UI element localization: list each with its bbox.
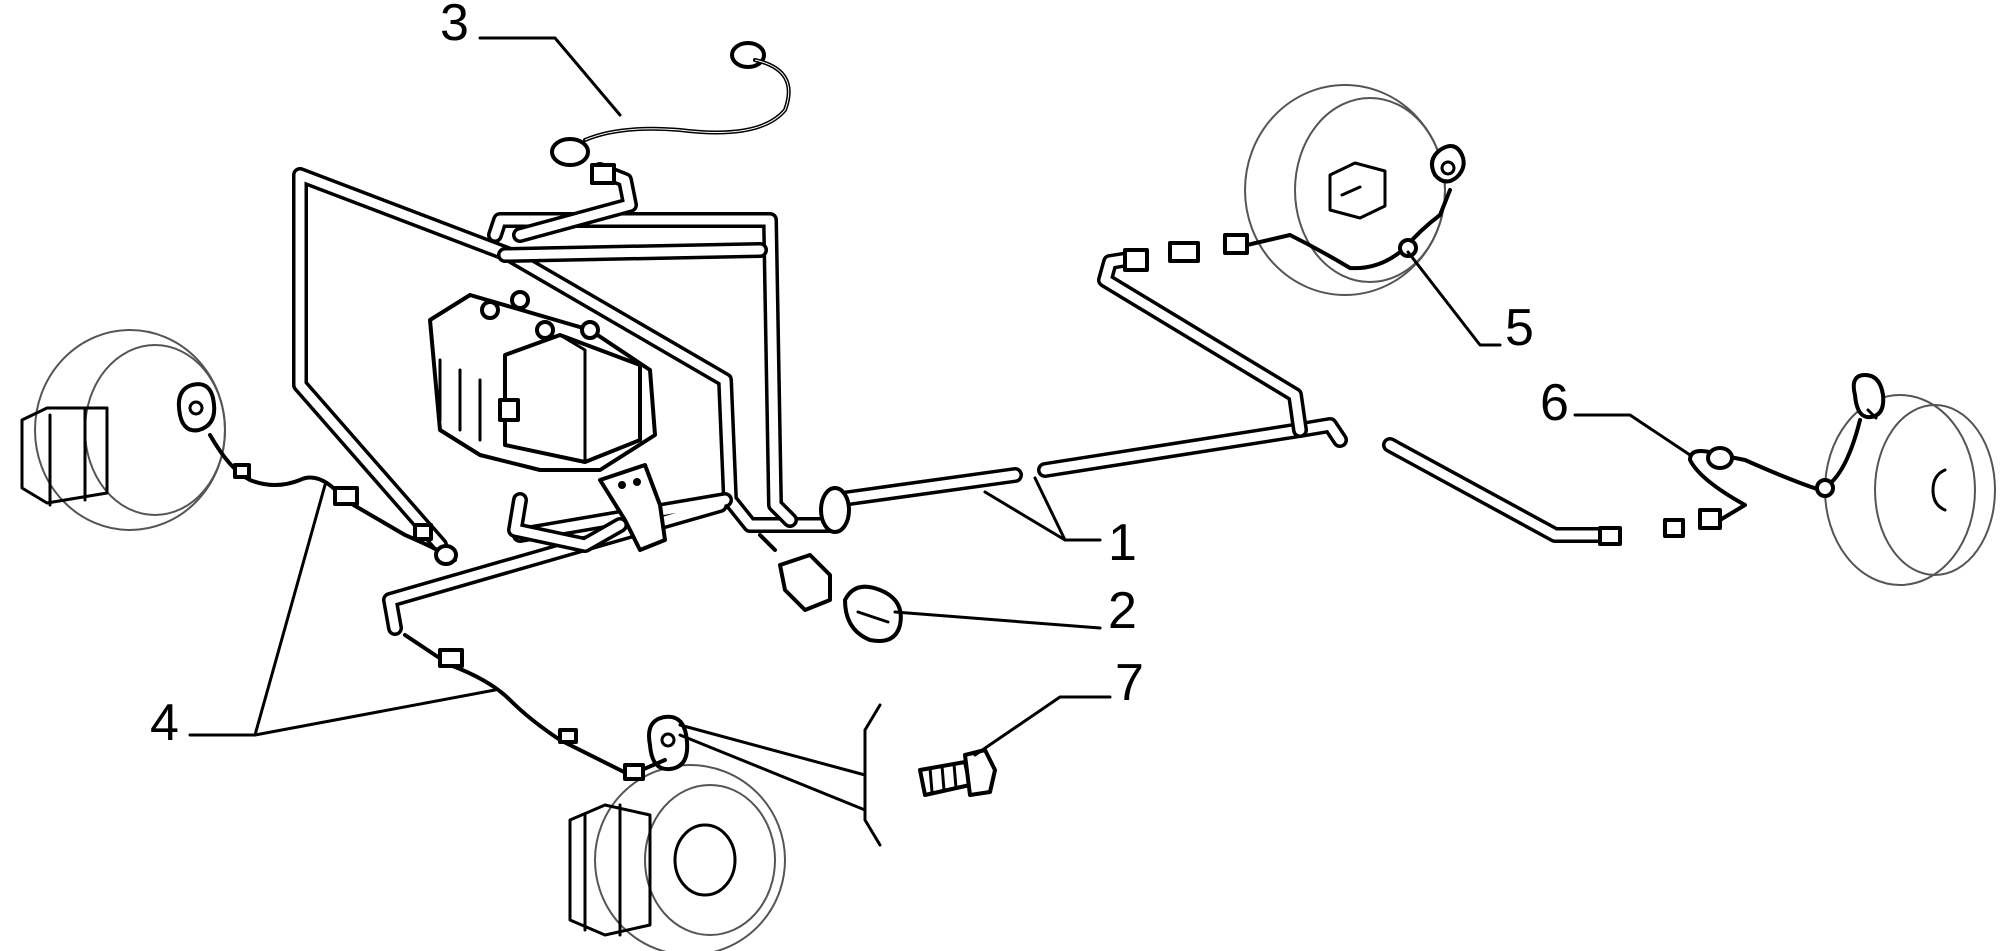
abs-bracket [598,463,667,552]
callout-7: 7 [1115,654,1144,712]
wheel-sensor-front-left [176,382,217,433]
sensor-cable-front-right [403,633,667,781]
brake-disc-rear-right [1824,394,1996,586]
leader-lines [188,36,1692,757]
sensor-bolt [918,748,997,797]
connector-cap [843,584,903,643]
sensor-cable-rear-right [1598,418,1862,546]
sensor-cable-front-left [208,433,458,566]
sensor-cable-rear-left [1123,188,1452,272]
wheel-sensor-rear-left [1429,144,1466,184]
brake-disc-rear-left [1244,84,1446,296]
callout-4: 4 [150,694,179,752]
callout-5: 5 [1505,299,1534,357]
callout-3: 3 [440,0,469,52]
abs-connector [758,533,832,612]
brake-disc-front-left [20,329,226,531]
callout-6: 6 [1540,374,1569,432]
abs-hydraulic-unit [428,290,657,472]
main-harness [292,162,1608,636]
ground-cable [550,41,791,185]
brake-disc-front-right [568,764,786,951]
callout-1: 1 [1108,514,1137,572]
wheel-sensor-front-right [647,714,690,772]
bolt-reference-bracket [678,703,882,847]
callout-2: 2 [1108,582,1137,640]
wheel-sensor-rear-right [1851,373,1886,420]
